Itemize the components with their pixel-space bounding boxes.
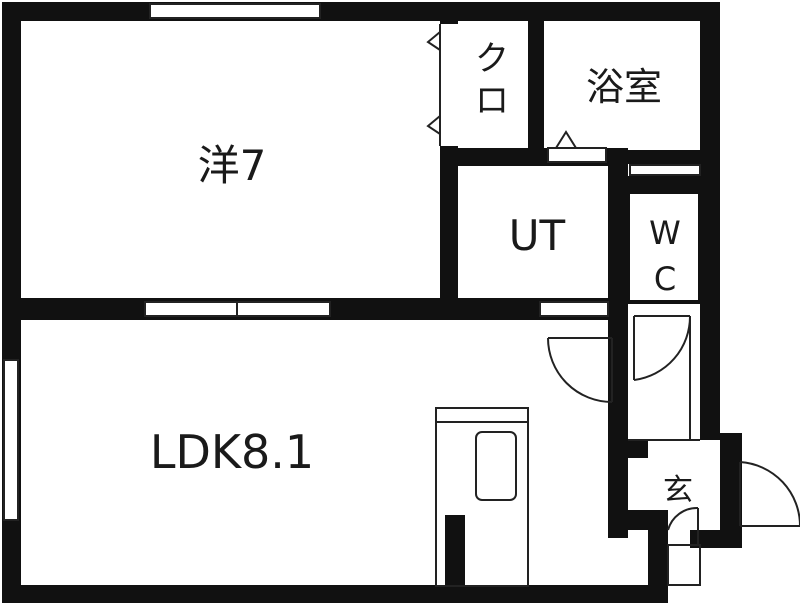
bath-opening	[547, 147, 607, 163]
wc-vent	[629, 164, 701, 176]
room-label-ldk: LDK8.1	[150, 425, 314, 479]
wc-room	[626, 190, 702, 304]
window-top	[149, 3, 321, 19]
doors	[547, 315, 800, 586]
ut-opening	[539, 301, 609, 317]
room-label-bathroom: 浴室	[586, 65, 662, 109]
window-left	[3, 359, 19, 521]
room-label-toilet-2: C	[654, 260, 676, 298]
kitchen-counter	[435, 407, 529, 587]
room-label-toilet-1: W	[649, 214, 681, 252]
bath-door-marker	[554, 130, 578, 149]
room-label-closet-2: ロ	[475, 81, 509, 121]
closet-doors	[426, 24, 458, 146]
room-label-western: 洋7	[198, 141, 267, 190]
room-label-entrance: 玄	[663, 473, 693, 508]
room-labels: 洋7 ク ロ 浴室 UT W C LDK8.1 玄	[150, 39, 693, 508]
sink	[475, 431, 517, 501]
room-label-utility: UT	[509, 211, 566, 260]
windows	[3, 3, 701, 521]
room-label-closet-1: ク	[475, 39, 509, 79]
